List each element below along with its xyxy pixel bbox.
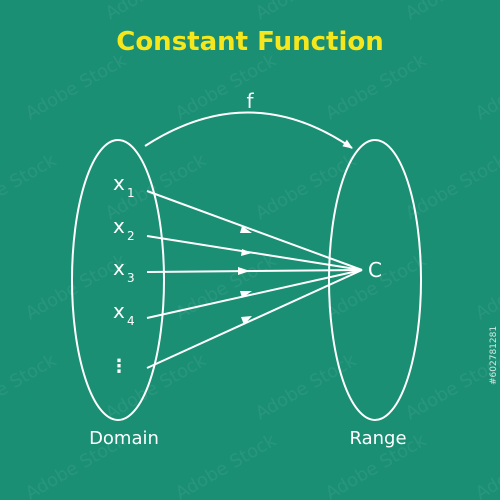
domain-element-x2: x 2: [113, 214, 135, 243]
range-element-c: C: [368, 258, 382, 282]
watermark-text: Adobe Stock: [0, 350, 60, 425]
watermark-text: Adobe Stock: [172, 250, 280, 325]
domain-element-subscript: 2: [127, 229, 135, 243]
watermark-text: Adobe Stock: [252, 0, 360, 24]
watermark-text: Adobe Stock: [402, 350, 500, 425]
domain-ellipse: [71, 139, 165, 421]
watermark-text: Adobe Stock: [0, 150, 60, 225]
domain-ellipsis: ⋮: [110, 356, 128, 377]
mapping-line-x1: [146, 190, 363, 271]
arrowhead-ellipsis: [241, 316, 252, 325]
arrowhead-x2: [241, 249, 252, 256]
watermark-text: Adobe Stock: [252, 150, 360, 225]
domain-element-base: x: [113, 299, 125, 323]
watermark-text: Adobe Stock: [102, 0, 210, 24]
diagram-title: Constant Function: [116, 27, 384, 57]
arrowhead-x4: [240, 291, 252, 298]
range-label: Range: [349, 428, 406, 449]
domain-element-x1: x 1: [113, 171, 135, 200]
watermark-text: Adobe Stock: [472, 430, 500, 500]
function-arc-arrow: [144, 111, 353, 149]
watermark-text: Adobe Stock: [252, 350, 360, 425]
watermark-text: Adobe Stock: [172, 430, 280, 500]
domain-element-base: x: [113, 256, 125, 280]
domain-element-x3: x 3: [113, 256, 135, 285]
domain-label: Domain: [89, 428, 159, 449]
watermark-text: Adobe Stock: [0, 0, 60, 24]
watermark-text: Adobe Stock: [402, 0, 500, 24]
arrowhead-x1: [240, 226, 252, 233]
domain-element-x4: x 4: [113, 299, 135, 328]
watermark-text: Adobe Stock: [22, 50, 130, 125]
watermark-text: Adobe Stock: [472, 50, 500, 125]
watermark-text: Adobe Stock: [322, 50, 430, 125]
mapping-line-x2: [146, 235, 363, 271]
domain-element-subscript: 3: [127, 271, 135, 285]
mapping-line-ellipsis: [146, 269, 363, 369]
domain-element-base: x: [113, 214, 125, 238]
mapping-line-x3: [146, 269, 363, 273]
function-label: f: [246, 89, 254, 113]
domain-element-subscript: 1: [127, 186, 135, 200]
range-ellipse: [328, 139, 422, 421]
watermark-text: Adobe Stock: [472, 250, 500, 325]
domain-element-base: x: [113, 171, 125, 195]
stock-id-text: #602781281: [489, 326, 499, 385]
arrowhead-x3: [238, 267, 250, 275]
mapping-line-x4: [146, 269, 363, 319]
watermark-text: Adobe Stock: [402, 150, 500, 225]
domain-element-subscript: 4: [127, 314, 135, 328]
